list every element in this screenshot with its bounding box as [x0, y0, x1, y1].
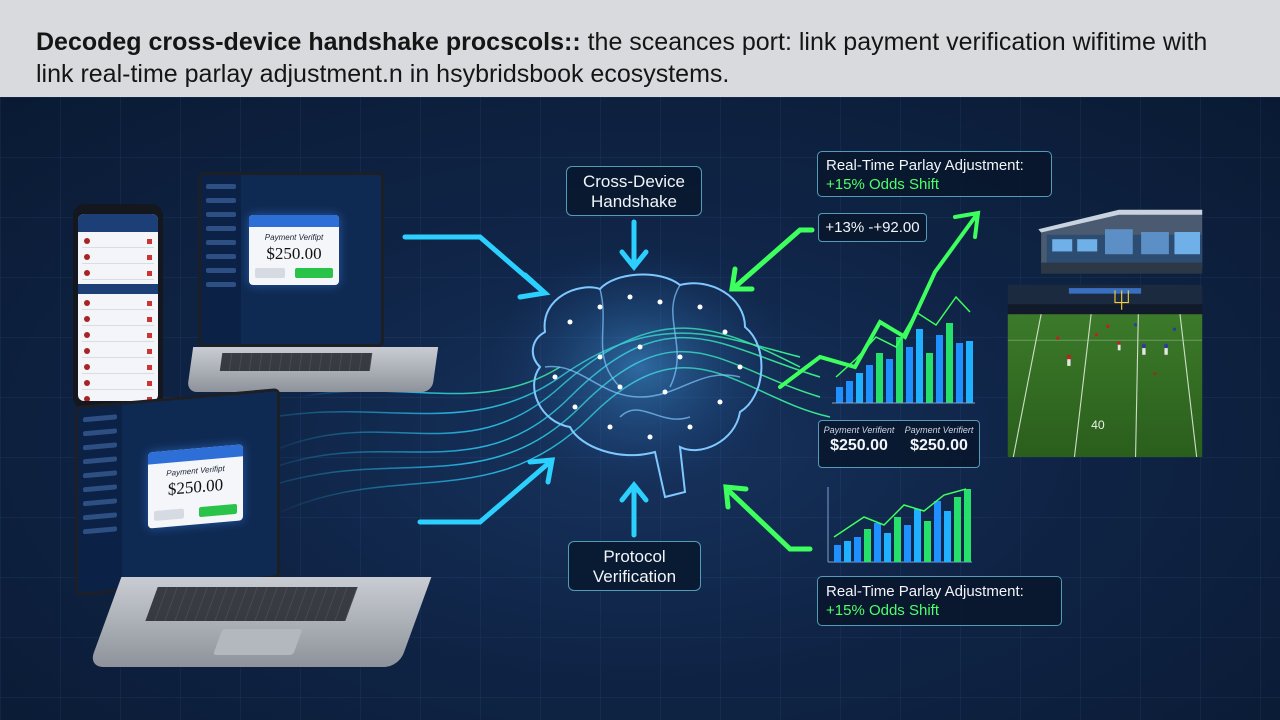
phone-section-bar — [78, 284, 158, 294]
laptop-bottom-keyboard-base — [88, 577, 432, 667]
list-item — [82, 268, 154, 280]
stadium-building — [1038, 209, 1203, 274]
football-field — [1007, 314, 1203, 457]
list-item — [82, 298, 154, 310]
list-item — [82, 314, 154, 326]
cross-device-handshake-label: Cross-Device Handshake — [566, 166, 702, 216]
laptop-top-sidebar — [201, 175, 241, 344]
cancel-button[interactable] — [255, 268, 285, 278]
brain-glow — [490, 247, 790, 487]
players — [1056, 323, 1177, 376]
header-title-line1: Decodeg cross-device handshake procscols… — [36, 28, 1208, 56]
arrow-payment-to-brain — [723, 484, 813, 552]
header-banner: Decodeg cross-device handshake procscols… — [0, 0, 1280, 97]
list-item — [82, 330, 154, 342]
cancel-button[interactable] — [154, 508, 184, 522]
odds-change-badge: +13% -+92.00 — [818, 213, 927, 242]
goal-post — [1114, 290, 1129, 310]
phone-app-header — [78, 214, 158, 232]
bar-chart-bottom — [827, 487, 972, 563]
laptop-top: Payment Verifipt $250.00 — [186, 172, 450, 422]
brain-icon — [531, 273, 763, 499]
list-item — [82, 236, 154, 248]
arrow-protocol-up — [619, 480, 649, 538]
rising-trend-arrow — [778, 210, 981, 389]
trackpad — [212, 629, 303, 655]
arrow-odds-to-brain — [729, 227, 815, 292]
realtime-adjustment-bottom: Real-Time Parlay Adjustment: +15% Odds S… — [817, 576, 1062, 626]
arrow-laptop-bottom-to-brain — [417, 457, 556, 525]
payment-column-right: Payment Verifiert $250.00 — [904, 425, 974, 454]
confirm-button[interactable] — [199, 503, 237, 518]
laptop-bottom-sidebar — [78, 404, 122, 593]
stadium-scene: 40 — [1007, 209, 1203, 457]
bar-chart-top — [832, 295, 975, 404]
laptop-bottom-screen: Payment Verifipt $250.00 — [75, 388, 280, 596]
laptop-top-keyboard-base — [186, 347, 439, 392]
payment-verified-modal: Payment Verifipt $250.00 — [249, 215, 339, 285]
smartphone — [73, 204, 163, 409]
arrow-handshake-down — [619, 219, 649, 272]
modal-caption: Payment Verifipt — [264, 233, 324, 242]
payment-column-left: Payment Verifient $250.00 — [823, 425, 895, 454]
modal-amount: $250.00 — [266, 244, 322, 263]
protocol-verification-label: Protocol Verification — [568, 541, 701, 591]
stadium-stands — [1007, 284, 1203, 315]
list-item — [82, 362, 154, 374]
yard-marker: 40 — [1091, 418, 1105, 432]
list-item — [82, 346, 154, 358]
realtime-adjustment-top: Real-Time Parlay Adjustment: +15% Odds S… — [817, 151, 1052, 197]
flow-graphics — [229, 210, 981, 563]
list-item — [82, 378, 154, 390]
laptop-top-screen: Payment Verifipt $250.00 — [198, 172, 384, 347]
payment-verification-panel: Payment Verifient $250.00 Payment Verifi… — [818, 420, 980, 468]
laptop-bottom: Payment Verifipt $250.00 — [75, 388, 435, 717]
arrow-laptop-to-brain — [402, 234, 551, 300]
list-item — [82, 252, 154, 264]
field-lines — [1007, 314, 1203, 457]
header-title-line2: link real-time parlay adjustment.n in hs… — [36, 60, 730, 88]
infographic-stage: 40 — [0, 97, 1280, 720]
confirm-button[interactable] — [295, 268, 333, 278]
payment-verified-modal: Payment Verifipt $250.00 — [148, 444, 243, 529]
phone-screen — [78, 214, 158, 401]
